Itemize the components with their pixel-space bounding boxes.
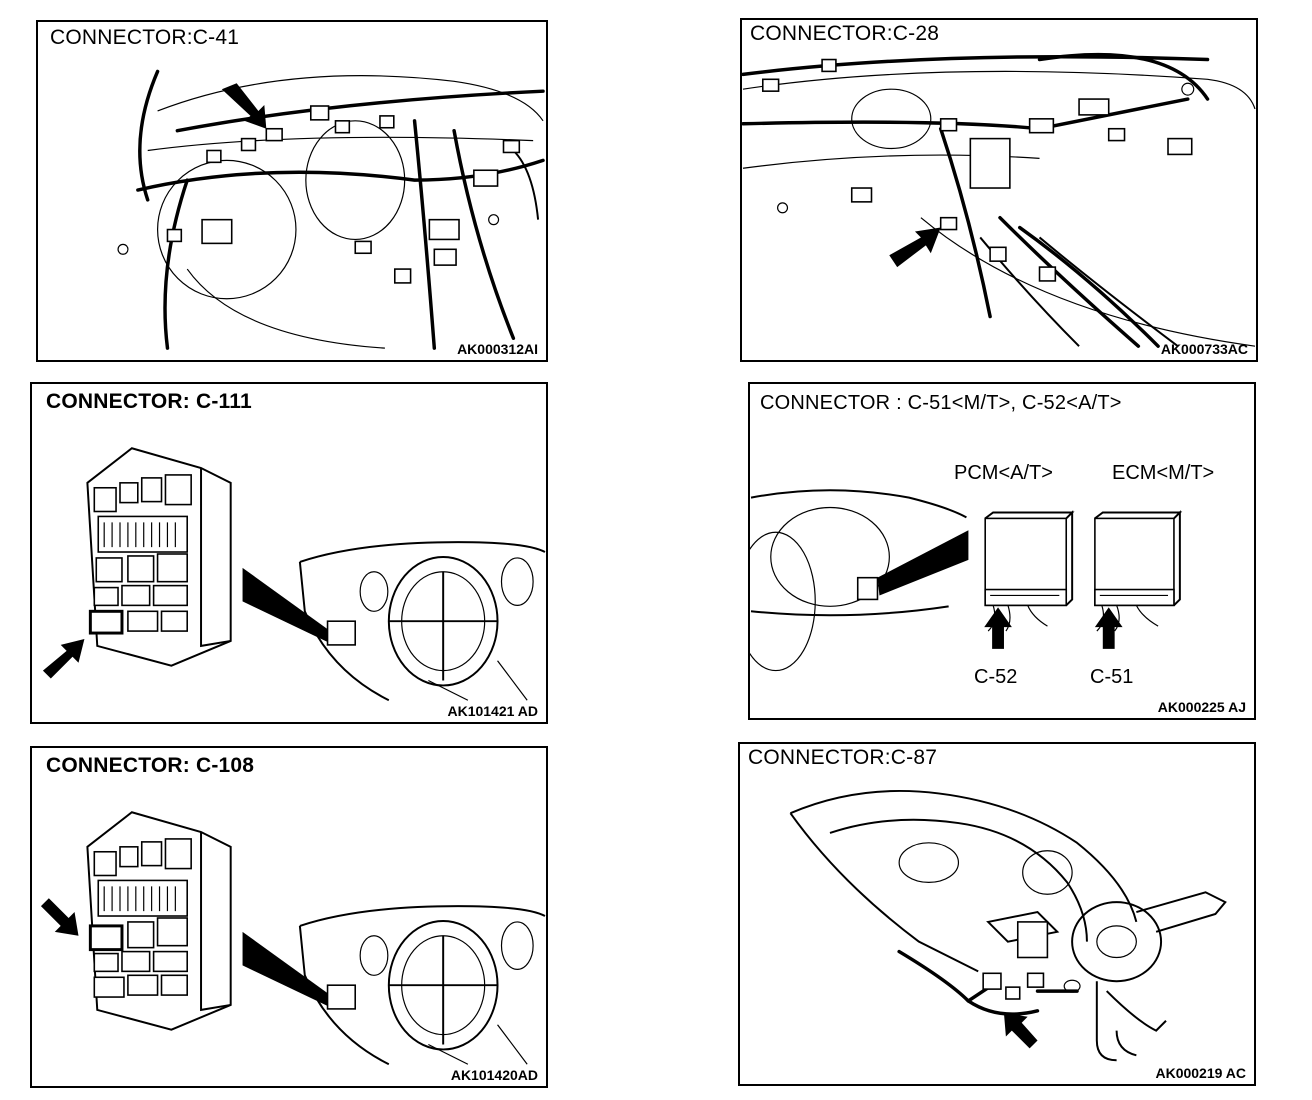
steering-column-illustration — [789, 789, 1227, 1062]
panel-title: CONNECTOR : C-51<M/T>, C-52<A/T> — [760, 392, 1122, 414]
panel-title: CONNECTOR: C-108 — [46, 754, 255, 777]
panel-title: CONNECTOR:C-28 — [750, 22, 940, 45]
ecm-label: ECM<M/T> — [1112, 462, 1215, 484]
figure-code: AK101421 AD — [447, 703, 538, 719]
figure-code: AK000225 AJ — [1157, 699, 1246, 715]
figure-code: AK000312AI — [457, 341, 538, 357]
panel-c28: CONNECTOR:C-28 AK000733AC — [740, 18, 1258, 362]
pointer-arrow-icon — [40, 898, 79, 936]
panel-c111: CONNECTOR: C-111 AK101421 AD — [30, 382, 548, 724]
figure-code: AK000219 AC — [1155, 1065, 1246, 1081]
junction-block-illustration — [42, 447, 546, 702]
c51-label: C-51 — [1090, 666, 1134, 688]
panel-c51-c52: CONNECTOR : C-51<M/T>, C-52<A/T> PCM<A/T… — [748, 382, 1256, 720]
panel-c41: CONNECTOR:C-41 AK000312AI — [36, 20, 548, 362]
pcm-label: PCM<A/T> — [954, 462, 1053, 484]
panel-title: CONNECTOR:C-41 — [50, 26, 240, 49]
dashboard-wiring-illustration — [742, 52, 1256, 348]
dashboard-wiring-illustration — [117, 69, 545, 350]
pointer-arrow-icon — [889, 227, 941, 268]
panel-c87: CONNECTOR:C-87 AK000219 AC — [738, 742, 1256, 1086]
pointer-arrow-icon — [1003, 1012, 1038, 1049]
pointer-arrow-icon — [984, 607, 1012, 649]
c52-label: C-52 — [974, 666, 1018, 688]
junction-block-illustration — [40, 811, 546, 1066]
panel-title: CONNECTOR: C-111 — [46, 390, 252, 413]
panel-title: CONNECTOR:C-87 — [748, 746, 938, 769]
pointer-arrow-icon — [1094, 607, 1123, 649]
panel-c108: CONNECTOR: C-108 AK101420AD — [30, 746, 548, 1088]
pointer-arrow-icon — [221, 83, 267, 129]
pointer-arrow-icon — [42, 638, 85, 679]
figure-code: AK101420AD — [450, 1067, 538, 1083]
ecu-location-illustration — [750, 489, 1183, 672]
figure-code: AK000733AC — [1160, 341, 1248, 357]
